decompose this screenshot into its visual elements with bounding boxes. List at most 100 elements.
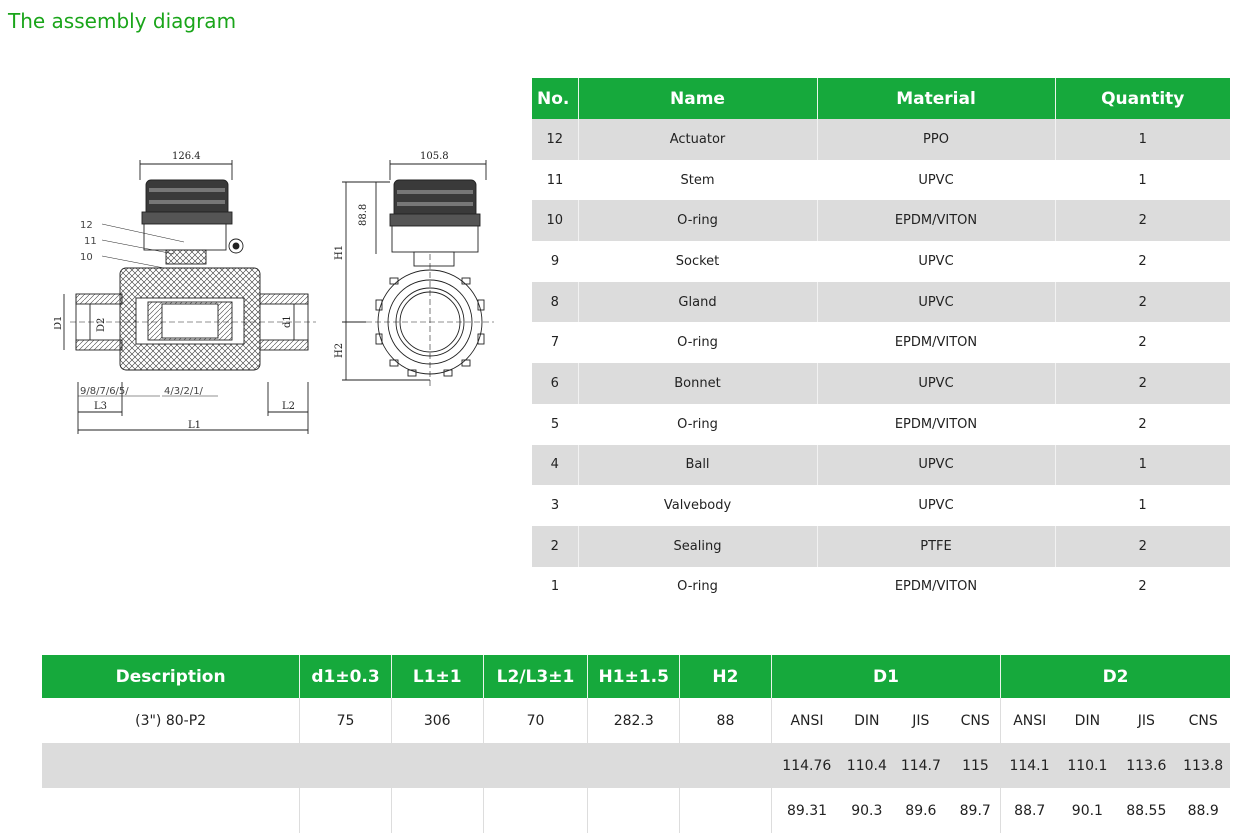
cell-d1-cns: CNS — [950, 698, 1002, 743]
label-L3: L3 — [94, 401, 107, 412]
label-L1: L1 — [188, 420, 201, 431]
header-h1: H1±1.5 — [587, 655, 681, 698]
side-section-view — [63, 160, 316, 434]
cell-qty: 1 — [1055, 444, 1230, 486]
cell-material: UPVC — [817, 444, 1056, 486]
cell-name: O-ring — [677, 579, 718, 595]
cell-no: 9 — [550, 253, 560, 269]
header-material: Material — [817, 78, 1056, 119]
cell-name: Bonnet — [578, 363, 818, 404]
header-l1: L1±1 — [391, 655, 484, 698]
cell-qty: 2 — [1055, 525, 1230, 567]
cell-material: EPDM/VITON — [894, 416, 978, 432]
cell-name: Gland — [578, 281, 818, 323]
cell-qty: 1 — [1138, 172, 1147, 188]
label-d1: d1 — [282, 315, 293, 328]
cell-material: PTFE — [817, 525, 1056, 567]
cell-description: (3") 80-P2 — [42, 698, 301, 743]
cell-material: UPVC — [918, 172, 954, 188]
cell-qty: 2 — [1138, 416, 1147, 432]
header-h2: H2 — [679, 655, 772, 698]
cell-d1-jis: 114.7 — [891, 743, 951, 788]
cell-material: PPO — [817, 119, 1056, 160]
cell-d1-din: DIN — [854, 712, 880, 729]
cell-material: EPDM/VITON — [894, 579, 978, 595]
dimensions-table-header: Description d1±0.3 L1±1 L2/L3±1 H1±1.5 H… — [42, 655, 1230, 698]
cell-qty: 2 — [1138, 579, 1147, 595]
cell-name: O-ring — [677, 335, 718, 351]
cell-empty — [391, 743, 484, 788]
cell-d1-jis: 89.6 — [905, 802, 937, 819]
header-D1: D1 — [771, 655, 1002, 698]
dim-width-front: 105.8 — [420, 151, 449, 162]
page-title: The assembly diagram — [8, 9, 237, 33]
cell-d1-ansi: 89.31 — [786, 802, 828, 819]
cell-material: UPVC — [918, 498, 954, 514]
cell-d2-ansi: 88.7 — [1014, 802, 1046, 819]
header-l2l3: L2/L3±1 — [483, 655, 589, 698]
dim-width-side: 126.4 — [172, 151, 201, 162]
cell-qty: 2 — [1138, 335, 1147, 351]
dim-actuator-height: 88.8 — [358, 204, 369, 226]
cell-qty: 1 — [1138, 498, 1147, 514]
cell-qty: 2 — [1055, 200, 1230, 242]
cell-empty — [483, 743, 588, 788]
cell-d1-jis: JIS — [912, 712, 930, 729]
cell-l2l3: 70 — [483, 698, 589, 743]
cell-name: Ball — [578, 444, 818, 486]
cell-empty — [483, 788, 589, 833]
cell-no: 8 — [532, 281, 579, 323]
cell-d1: 75 — [299, 698, 392, 743]
cell-material: EPDM/VITON — [817, 200, 1056, 242]
cell-name: Valvebody — [663, 498, 732, 514]
table-row: 89.31 90.3 89.6 89.7 88.7 90.1 88.55 88.… — [42, 788, 1230, 833]
header-D2: D2 — [1000, 655, 1230, 698]
cell-h2: 88 — [679, 698, 772, 743]
cell-d1-din: 110.4 — [842, 743, 892, 788]
cell-d2-jis: 88.55 — [1126, 802, 1167, 819]
cell-no: 10 — [532, 200, 579, 242]
cell-no: 4 — [532, 444, 579, 486]
label-D1: D1 — [54, 316, 64, 330]
cell-d2-jis: JIS — [1137, 712, 1155, 729]
cell-d2-cns: 113.8 — [1176, 743, 1230, 788]
cell-no: 1 — [550, 579, 560, 595]
cell-no: 11 — [546, 172, 564, 188]
callout-12: 12 — [80, 220, 93, 231]
cell-d2-jis: 113.6 — [1116, 743, 1177, 788]
cell-empty — [391, 788, 484, 833]
label-D2: D2 — [96, 318, 107, 332]
cell-qty: 2 — [1055, 363, 1230, 404]
cell-d2-din: DIN — [1074, 712, 1101, 729]
cell-no: 12 — [532, 119, 579, 160]
cell-material: UPVC — [817, 363, 1056, 404]
callout-left: 9/8/7/6/5/ — [80, 386, 129, 397]
cell-d2-cns: 88.9 — [1187, 802, 1219, 819]
cell-empty — [679, 743, 772, 788]
cell-material: UPVC — [918, 253, 954, 269]
cell-d1-cns: 115 — [950, 743, 1001, 788]
header-name: Name — [578, 78, 818, 119]
cell-d1-ansi: ANSI — [790, 712, 824, 729]
cell-l1: 306 — [391, 698, 484, 743]
cell-material: UPVC — [817, 281, 1056, 323]
cell-no: 3 — [550, 498, 560, 514]
cell-qty: 2 — [1055, 281, 1230, 323]
cell-qty: 1 — [1055, 119, 1230, 160]
cell-no: 6 — [532, 363, 579, 404]
cell-empty — [299, 788, 392, 833]
table-row: 3 Valvebody UPVC 1 — [532, 485, 1230, 526]
label-h1: H1 — [334, 245, 345, 260]
callout-11: 11 — [84, 236, 97, 247]
cell-d2-ansi: ANSI — [1013, 712, 1047, 729]
cell-material: EPDM/VITON — [894, 335, 978, 351]
